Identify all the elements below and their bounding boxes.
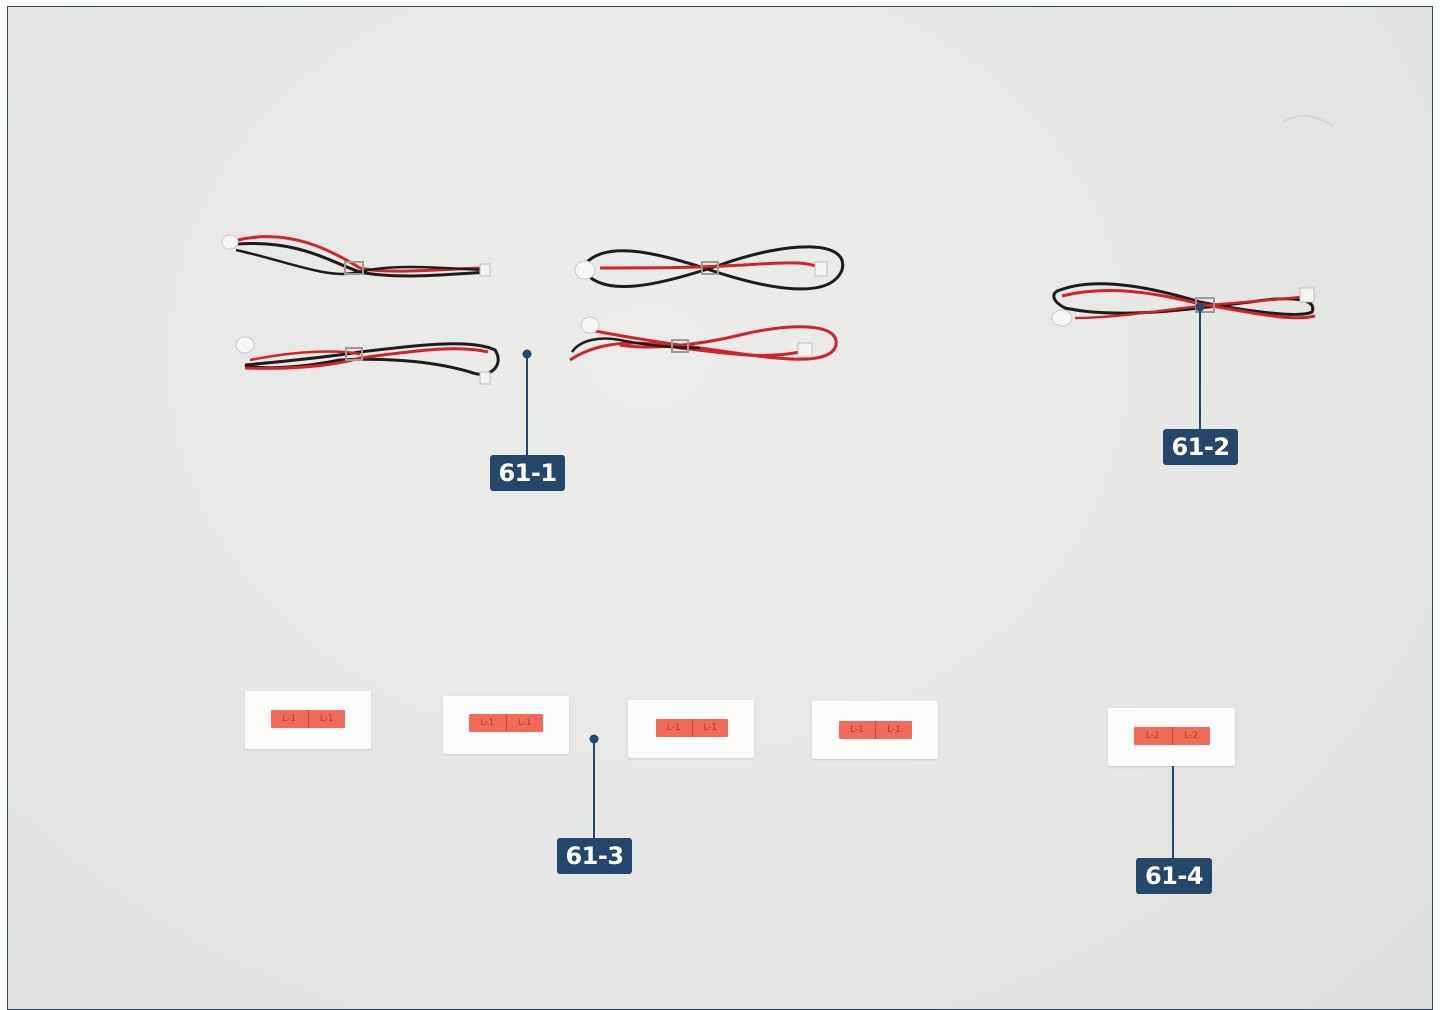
callout-61-1: 61-1	[490, 455, 565, 491]
sticker-tag: L-1 L-1	[839, 721, 912, 739]
led-cable-1	[221, 234, 491, 278]
leader-line-61-2	[1195, 302, 1205, 430]
sticker-label: L-2	[1171, 727, 1211, 745]
callout-61-2: 61-2	[1163, 429, 1238, 465]
sticker-l1-c: L-1 L-1	[628, 700, 754, 758]
sticker-l1-d: L-1 L-1	[812, 701, 938, 759]
sticker-label: L-1	[480, 718, 495, 728]
sticker-l2: L-2 L-2	[1108, 708, 1235, 766]
sticker-label: L-1	[505, 714, 544, 732]
sticker-label: L-1	[691, 719, 729, 737]
sticker-tag: L-2 L-2	[1134, 727, 1210, 745]
sticker-label: L-2	[1145, 731, 1160, 741]
sticker-tag: L-1 L-1	[656, 719, 728, 737]
leader-line-61-4	[1168, 751, 1178, 858]
leader-line-61-3	[589, 734, 599, 838]
callout-61-3: 61-3	[557, 838, 632, 874]
sticker-l1-a: L-1 L-1	[245, 691, 371, 749]
faint-mark	[1282, 115, 1334, 127]
photo-frame	[7, 6, 1433, 1010]
led-cable-3	[235, 336, 500, 385]
callout-61-4: 61-4	[1136, 858, 1212, 894]
led-cable-2	[574, 245, 845, 291]
sticker-label: L-1	[282, 714, 297, 724]
sticker-label: L-1	[850, 725, 864, 735]
led-cable-4	[569, 316, 838, 362]
sticker-tag: L-1 L-1	[271, 710, 345, 728]
led-cable-5	[1051, 282, 1316, 327]
sticker-label: L-1	[307, 710, 346, 728]
sticker-label: L-1	[666, 723, 681, 733]
sticker-tag: L-1 L-1	[469, 714, 543, 732]
leader-line-61-1	[522, 349, 532, 456]
sticker-label: L-1	[875, 721, 912, 739]
sticker-l1-b: L-1 L-1	[443, 696, 569, 754]
